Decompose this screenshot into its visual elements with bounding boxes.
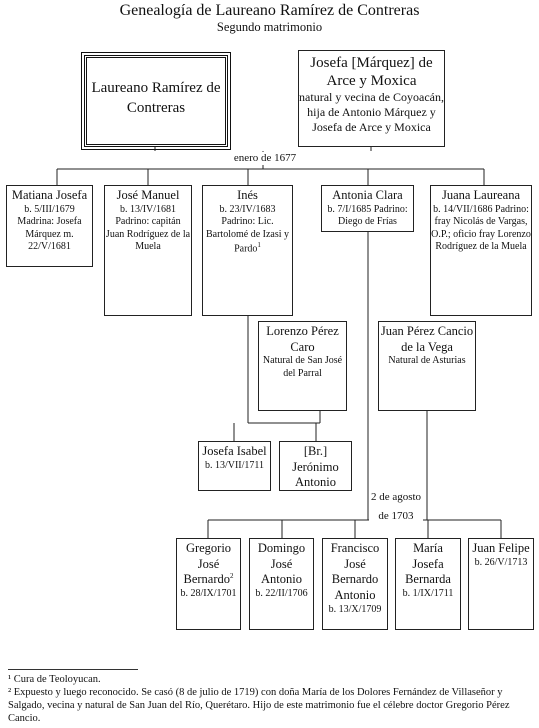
marriage-label: enero de 1677 xyxy=(224,152,306,166)
child-details: b. 7/I/1685 Padrino: Diego de Frías xyxy=(327,203,408,228)
mother-box: Josefa [Márquez] de Arce y Moxica natura… xyxy=(298,50,445,147)
grandchild-name: María Josefa Bernarda xyxy=(405,541,451,587)
father-box: Laureano Ramírez de Contreras xyxy=(81,52,231,150)
grandchild-details: b. 13/X/1709 xyxy=(328,603,382,615)
footnotes: ¹ Cura de Teoloyucan. ² Expuesto y luego… xyxy=(8,669,534,726)
child-name: José Manuel xyxy=(116,188,180,202)
mother-note: natural y vecina de Coyoacán, hija de An… xyxy=(299,90,444,134)
grandchild-francisco: Francisco José Bernardo Antonio b. 13/X/… xyxy=(322,538,388,630)
footnote-rule xyxy=(8,669,138,670)
child-details: b. 13/IV/1681 Padrino: capitán Juan Rodr… xyxy=(105,203,191,253)
footnote-2: ² Expuesto y luego reconocido. Se casó (… xyxy=(8,687,510,725)
page-subtitle: Segundo matrimonio xyxy=(216,20,323,34)
spouse-lorenzo-perez-caro: Lorenzo Pérez Caro Natural de San José d… xyxy=(258,321,347,411)
grandchild-details: b. 22/II/1706 xyxy=(255,587,308,599)
child-details: b. 23/IV/1683 Padrino: Lic. Bartolomé de… xyxy=(205,203,290,255)
mother-name: Josefa [Márquez] de Arce y Moxica xyxy=(310,55,433,89)
grandchild-name: [Br.] Jerónimo Antonio xyxy=(292,444,339,490)
spouse-juan-perez-cancio: Juan Pérez Cancio de la Vega Natural de … xyxy=(378,321,476,411)
child-name: Antonia Clara xyxy=(332,188,403,202)
grandchild-jeronimo-antonio: [Br.] Jerónimo Antonio xyxy=(279,441,352,491)
child-details: b. 14/VII/1686 Padrino: fray Nicolás de … xyxy=(431,203,531,253)
father-name: Laureano Ramírez de Contreras xyxy=(91,80,221,117)
grandchild-maria-josefa: María Josefa Bernarda b. 1/IX/1711 xyxy=(395,538,461,630)
grandchild-josefa-isabel: Josefa Isabel b. 13/VII/1711 xyxy=(198,441,271,491)
footnote-1: ¹ Cura de Teoloyucan. xyxy=(8,674,101,685)
grandchild-details: b. 28/IX/1701 xyxy=(180,588,237,600)
child-name: Juana Laureana xyxy=(441,188,521,202)
spouse-details: Natural de San José del Parral xyxy=(262,355,343,379)
grandchild-gregorio: Gregorio José Bernardo2 b. 28/IX/1701 xyxy=(176,538,241,630)
child-antonia-clara: Antonia Clara b. 7/I/1685 Padrino: Diego… xyxy=(321,185,414,232)
grandchild-name: Juan Felipe xyxy=(472,541,530,555)
grandchild-name: Francisco José Bernardo Antonio xyxy=(330,541,380,602)
child-matiana: Matiana Josefa b. 5/III/1679 Madrina: Jo… xyxy=(6,185,93,267)
grandchild-details: b. 13/VII/1711 xyxy=(204,459,265,471)
spouse-name: Lorenzo Pérez Caro xyxy=(266,324,339,354)
child-details: b. 5/III/1679 Madrina: Josefa Márquez m.… xyxy=(17,203,82,253)
grandchild-juan-felipe: Juan Felipe b. 26/V/1713 xyxy=(468,538,534,630)
child-ines: Inés b. 23/IV/1683 Padrino: Lic. Bartolo… xyxy=(202,185,293,316)
child-jose-manuel: José Manuel b. 13/IV/1681 Padrino: capit… xyxy=(104,185,192,316)
grandchild-details: b. 1/IX/1711 xyxy=(402,587,454,599)
grandchild-name: Gregorio José Bernardo2 xyxy=(183,541,234,587)
spouse-name: Juan Pérez Cancio de la Vega xyxy=(380,324,474,354)
grandchild-name: Domingo José Antonio xyxy=(257,541,306,587)
spouse-details: Natural de Asturias xyxy=(388,355,466,367)
antonia-marriage-label: 2 de agosto de 1703 xyxy=(369,488,423,526)
child-name: Matiana Josefa xyxy=(11,188,88,202)
page-title: Genealogía de Laureano Ramírez de Contre… xyxy=(119,2,420,19)
child-name: Inés xyxy=(237,188,258,202)
child-juana-laureana: Juana Laureana b. 14/VII/1686 Padrino: f… xyxy=(430,185,532,316)
grandchild-details: b. 26/V/1713 xyxy=(474,556,528,568)
grandchild-name: Josefa Isabel xyxy=(202,444,267,458)
grandchild-domingo: Domingo José Antonio b. 22/II/1706 xyxy=(249,538,314,630)
